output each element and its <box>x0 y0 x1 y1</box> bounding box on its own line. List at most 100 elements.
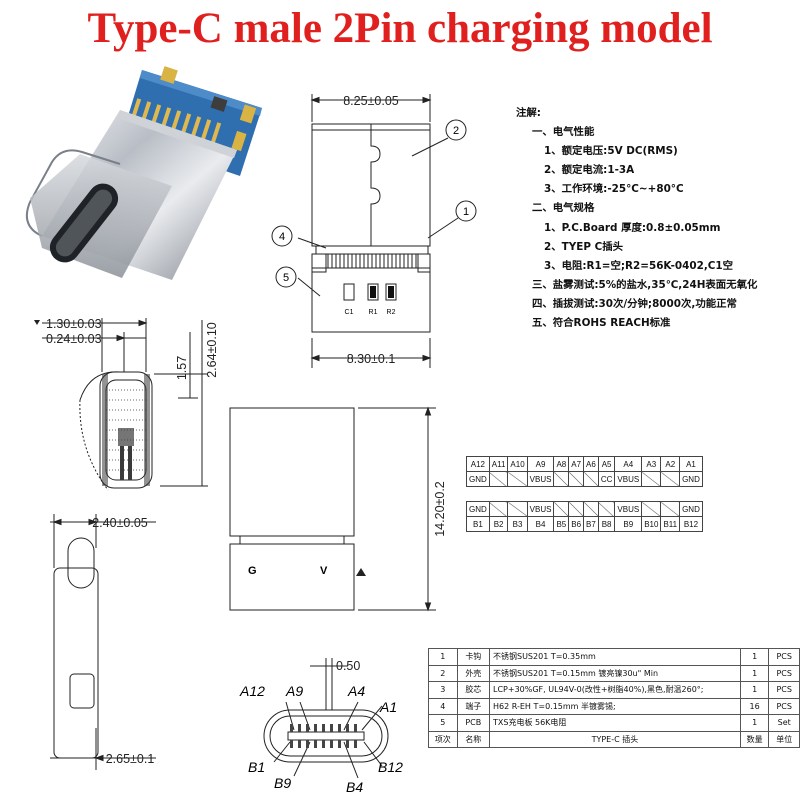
pin-cell: B3 <box>507 516 528 532</box>
bom-cell: Set <box>768 714 800 732</box>
top-view-drawing: 8.25±0.05 8.30±0.1 2 1 4 5 C1 R1 R2 <box>271 94 477 368</box>
pin-cell: B10 <box>641 516 662 532</box>
notes-panel: 注解: 一、电气性能 1、额定电压:5V DC(RMS) 2、额定电流:1-3A… <box>516 104 800 333</box>
bom-cell: 5 <box>428 714 458 732</box>
pin-cell: B1 <box>466 516 490 532</box>
pin-cell: A5 <box>597 456 616 472</box>
pcb-pad-r1 <box>370 286 376 298</box>
bom-cell: PCB <box>456 714 491 732</box>
signal-cell: VBUS <box>614 471 643 487</box>
note-line: 2、TYEP C插头 <box>544 240 623 253</box>
pin-row-b: B1 B2 B3 B4 B5 B6 B7 B8 B9 B10 B11 B12 <box>466 516 703 532</box>
bom-row: 4 端子 H62 R-EH T=0.15mm 半镀雾锡; 16 PCS <box>428 697 800 715</box>
pin-cell: B11 <box>660 516 681 532</box>
callout-2: 2 <box>453 125 459 137</box>
dim-pcb-width: 8.30±0.1 <box>347 352 396 366</box>
dim-front-height: 14.20±0.2 <box>433 481 447 537</box>
signal-cell: GND <box>679 471 703 487</box>
front-mark-g: G <box>248 565 257 577</box>
signal-cell <box>583 471 599 487</box>
signal-cell <box>641 501 662 517</box>
bom-cell: 3 <box>428 681 458 699</box>
bom-cell: 1 <box>428 648 458 666</box>
signal-cell: GND <box>466 501 490 517</box>
bom-cell: 卡钩 <box>456 648 491 666</box>
pin-cell: A2 <box>660 456 681 472</box>
note-line: 四、插拔测试:30次/分钟;8000次,功能正常 <box>532 297 737 310</box>
signal-cell: GND <box>679 501 703 517</box>
signal-cell: VBUS <box>526 471 555 487</box>
bom-cell: PCS <box>768 681 800 699</box>
face-pin-a1: A1 <box>379 699 397 715</box>
dim-top-width: 8.25±0.05 <box>343 94 399 108</box>
bom-cell: 1 <box>739 664 770 682</box>
note-line: 五、符合ROHS REACH标准 <box>532 317 671 330</box>
section-hatch <box>102 374 150 486</box>
note-line: 3、电阻:R1=空;R2=56K-0402,C1空 <box>544 259 734 272</box>
face-pin-a12: A12 <box>239 683 265 699</box>
pin-cell: B4 <box>526 516 555 532</box>
bom-cell: 不锈钢SUS201 T=0.35mm <box>489 648 741 666</box>
note-line: 3、工作环境:-25°C~+80°C <box>544 183 684 196</box>
note-line: 1、额定电压:5V DC(RMS) <box>544 145 678 158</box>
pin-cell: A12 <box>466 456 490 472</box>
pcb-label-r2: R2 <box>387 309 396 316</box>
pin-cell: B7 <box>583 516 599 532</box>
bom-cell: 1 <box>739 714 770 732</box>
signal-cell: CC <box>597 471 616 487</box>
pin-signal-row-b: GND VBUS VBUS GND <box>466 501 703 517</box>
face-pin-b9: B9 <box>274 775 291 791</box>
signal-cell: VBUS <box>526 501 555 517</box>
connector-photo <box>26 66 262 280</box>
signal-cell <box>641 471 662 487</box>
signal-cell <box>660 471 681 487</box>
pin-cell: A3 <box>641 456 662 472</box>
bom-row: 5 PCB TXS充电板 56K电阻 1 Set <box>428 714 800 732</box>
pin-cell: A6 <box>583 456 599 472</box>
bom-cell: PCS <box>768 648 800 666</box>
bom-cell: 端子 <box>456 697 491 715</box>
pin-cell: B2 <box>488 516 509 532</box>
signal-cell <box>507 501 528 517</box>
pin-cell: B12 <box>679 516 703 532</box>
signal-cell <box>488 501 509 517</box>
bom-cell: 不锈钢SUS201 T=0.15mm 镀亮镍30u" Min <box>489 664 741 682</box>
bom-row: 3 胶芯 LCP+30%GF, UL94V-0(改性+树脂40%),黑色,耐温2… <box>428 681 800 699</box>
signal-cell <box>553 471 570 487</box>
bom-cell: 1 <box>739 681 770 699</box>
pin-assignment-table: A12 A11 A10 A9 A8 A7 A6 A5 A4 A3 A2 A1 G… <box>466 456 703 532</box>
pin-cell: B9 <box>614 516 643 532</box>
signal-cell <box>568 471 585 487</box>
pin-cell: B8 <box>597 516 616 532</box>
note-line: 1、P.C.Board 厚度:0.8±0.05mm <box>544 221 721 234</box>
bom-cell: PCS <box>768 664 800 682</box>
dim-pitch: 0.50 <box>336 659 360 673</box>
pin-cell: B5 <box>553 516 570 532</box>
side-profile-drawing: 2.40±0.05 2.65±0.1 <box>50 514 156 770</box>
pcb-label-c1: C1 <box>345 309 354 316</box>
face-pin-b1: B1 <box>248 759 265 775</box>
callout-1: 1 <box>463 206 469 218</box>
note-line: 2、额定电流:1-3A <box>544 164 635 177</box>
page-title: Type-C male 2Pin charging model <box>87 5 713 52</box>
dim-side-h2: 2.64±0.10 <box>205 322 219 378</box>
pin-cell: A9 <box>526 456 555 472</box>
bom-header-cell: 数量 <box>739 730 770 748</box>
bom-cell: 4 <box>428 697 458 715</box>
bom-cell: 外壳 <box>456 664 491 682</box>
photo-shell <box>26 110 237 280</box>
dim-side2-bottom: 2.65±0.1 <box>106 752 155 766</box>
signal-cell <box>568 501 585 517</box>
pcb-label-r1: R1 <box>369 309 378 316</box>
bom-header-cell: 项次 <box>428 730 458 748</box>
bom-cell: 2 <box>428 664 458 682</box>
face-pin-b4: B4 <box>346 779 363 795</box>
signal-cell <box>597 501 616 517</box>
bom-cell: TXS充电板 56K电阻 <box>489 714 741 732</box>
bom-header-cell: TYPE-C 插头 <box>489 730 741 748</box>
signal-cell <box>660 501 681 517</box>
bom-row: 2 外壳 不锈钢SUS201 T=0.15mm 镀亮镍30u" Min 1 PC… <box>428 664 800 682</box>
bom-cell: PCS <box>768 697 800 715</box>
face-pin-b12: B12 <box>378 759 403 775</box>
